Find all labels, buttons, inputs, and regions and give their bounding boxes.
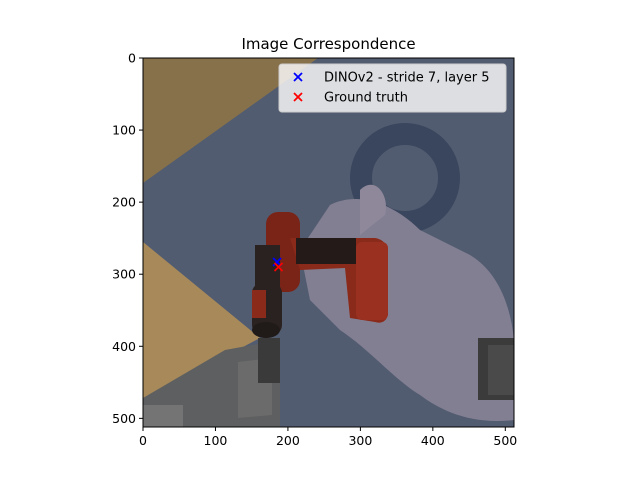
legend-marker [293,92,303,102]
y-tick-label: 500 [112,411,136,426]
x-tick-label: 0 [139,433,147,448]
x-axis: 0 100 200 300 400 500 [139,427,517,448]
data-markers [272,257,284,272]
legend-marker [293,72,303,82]
ground-truth-marker [273,262,284,272]
legend-box [278,63,507,113]
legend: DINOv2 - stride 7, layer 5 Ground truth [278,63,507,113]
y-tick-label: 0 [128,51,136,66]
x-tick-label: 300 [348,433,372,448]
y-axis: 0 100 200 300 400 500 [112,51,143,426]
plot-frame [142,57,515,428]
x-tick-label: 200 [276,433,300,448]
background-photo [143,58,514,427]
y-tick-label: 400 [112,339,136,354]
x-tick-label: 100 [204,433,228,448]
legend-label: DINOv2 - stride 7, layer 5 [324,71,489,86]
x-tick-label: 400 [421,433,445,448]
y-tick-label: 100 [112,123,136,138]
legend-label: Ground truth [324,91,408,106]
y-tick-label: 200 [112,195,136,210]
y-tick-label: 300 [112,267,136,282]
x-tick-label: 500 [493,433,517,448]
chart-title: Image Correspondence [241,35,415,53]
